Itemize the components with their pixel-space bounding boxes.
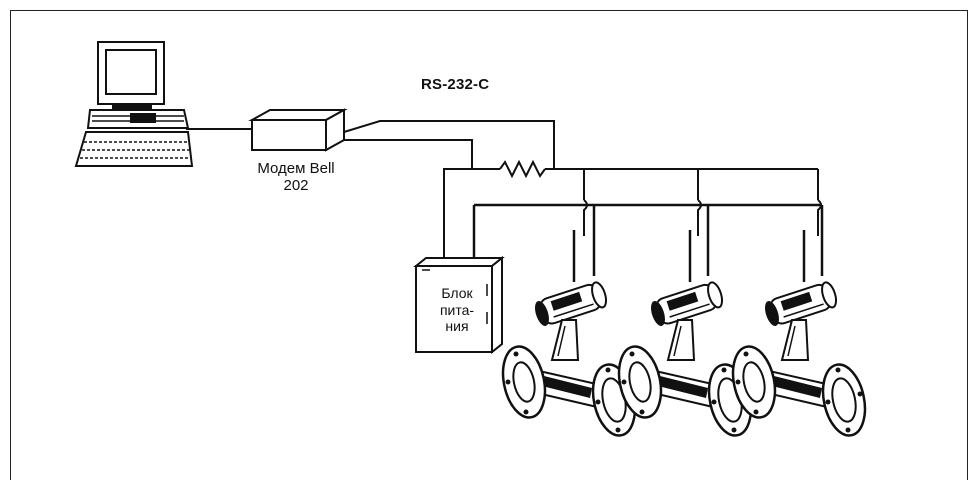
resistor-icon <box>499 159 546 179</box>
diagram-canvas: RS-232-C Модем Bell 202 Блок пита- ния <box>10 10 968 480</box>
bus-wiring <box>343 120 824 276</box>
psu-label-line2: пита- <box>439 301 475 318</box>
computer-icon <box>74 41 194 167</box>
flowmeter-icon <box>495 228 643 441</box>
psu-label-line3: ния <box>445 318 469 335</box>
modem-icon <box>248 108 348 152</box>
flowmeter-icon <box>611 228 759 441</box>
power-supply-icon <box>413 255 505 355</box>
psu-label-line1: Блок <box>441 285 473 301</box>
modem-label: Модем Bell 202 <box>232 160 360 195</box>
modem-label-line1: Модем Bell <box>257 160 335 177</box>
diagram-frame <box>10 10 968 480</box>
power-supply-label: Блок пита- ния <box>432 285 482 335</box>
flowmeter-icon <box>725 228 873 441</box>
diagram-graphics <box>74 41 873 441</box>
modem-label-line2: 202 <box>283 177 309 195</box>
bus-label: RS-232-C <box>421 76 490 93</box>
